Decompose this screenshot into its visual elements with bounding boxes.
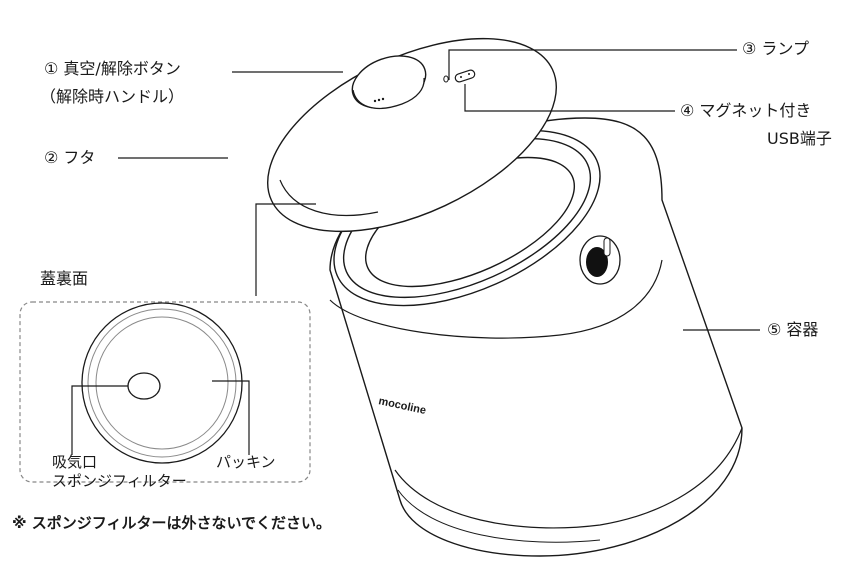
- label-lamp: ③ ランプ: [742, 39, 809, 58]
- leader-lamp: [448, 49, 737, 80]
- detail-leader-lines: [71, 380, 250, 455]
- vacuum-button: [351, 55, 427, 110]
- label-lid: ② フタ: [44, 148, 96, 167]
- leader-lid-back: [255, 203, 316, 296]
- note-text: ※ スポンジフィルターは外さないでください。: [12, 514, 332, 532]
- label-usb: ④ マグネット付き: [680, 101, 812, 120]
- label-container: ⑤ 容器: [767, 320, 819, 339]
- label-usb-sub: USB端子: [767, 129, 832, 148]
- leader-usb: [464, 84, 675, 112]
- label-sponge-filter: スポンジフィルター: [52, 472, 187, 490]
- label-lid-back: 蓋裏面: [40, 269, 89, 288]
- leader-intake: [71, 385, 128, 455]
- label-vacuum-button-sub: （解除時ハンドル）: [40, 87, 185, 106]
- leader-lines: [118, 49, 760, 331]
- lid-back-illustration: [81, 302, 243, 464]
- container-middle-band: [329, 259, 663, 339]
- leader-packing: [212, 380, 250, 455]
- intake-hole: [127, 372, 161, 400]
- label-intake: 吸気口: [52, 453, 98, 471]
- magnetic-usb-terminal: [454, 69, 476, 83]
- label-packing: パッキン: [216, 453, 276, 471]
- usb-port-side: [579, 235, 621, 285]
- container-base-line: [397, 489, 601, 543]
- lid-back-detail-box: [19, 301, 311, 483]
- lamp-indicator: [443, 75, 449, 83]
- container-bottom-band: [394, 427, 743, 529]
- label-vacuum-button: ① 真空/解除ボタン: [44, 59, 181, 78]
